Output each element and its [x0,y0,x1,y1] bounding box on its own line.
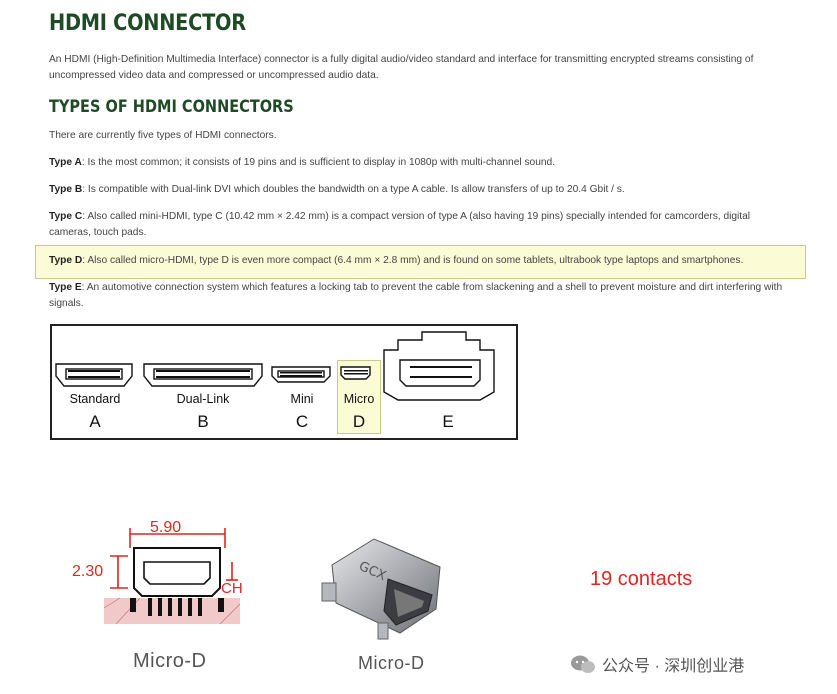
micro-d-connector-photo: GCX [321,538,441,640]
type-d-highlight [35,245,806,279]
type-a-label: Type A [49,157,82,168]
type-c-paragraph: Type C: Also called mini-HDMI, type C (1… [49,209,794,241]
type-a-text: : Is the most common; it consists of 19 … [81,157,556,168]
type-c-label: Type C [49,211,83,222]
mini-label: Mini [290,392,314,406]
height-dimension: 2.30 [72,563,104,580]
type-b-label: Type B [49,184,83,195]
mini-letter: C [295,412,309,431]
type-a-paragraph: Type A: Is the most common; it consists … [49,155,794,171]
type-d-label: Type D [49,255,83,266]
ch-label: CH [221,580,243,597]
micro-d-dimension-drawing [103,528,241,625]
type-d-paragraph: Type D: Also called micro-HDMI, type D i… [49,253,809,269]
standard-letter: A [89,412,101,431]
type-b-paragraph: Type B: Is compatible with Dual-link DVI… [49,182,794,198]
page-title: HDMI CONNECTOR [49,11,246,36]
automotive-letter: E [442,412,454,431]
watermark: 公众号 · 深圳创业港 [570,652,744,676]
micro-d-caption-right: Micro-D [358,653,425,673]
types-lead: There are currently five types of HDMI c… [49,130,277,141]
section-title: TYPES OF HDMI CONNECTORS [49,97,294,116]
type-b-text: : Is compatible with Dual-link DVI which… [82,184,625,195]
type-c-text: : Also called mini-HDMI, type C (10.42 m… [49,211,751,238]
connector-shapes [55,331,495,401]
micro-letter: D [352,412,366,431]
standard-label: Standard [69,392,121,406]
type-e-paragraph: Type E: An automotive connection system … [49,280,794,312]
intro-paragraph: An HDMI (High-Definition Multimedia Inte… [49,54,754,81]
type-d-text: : Also called micro-HDMI, type D is even… [82,255,744,266]
micro-d-caption-left: Micro-D [133,650,207,672]
wechat-icon [571,655,595,673]
width-dimension: 5.90 [150,519,182,536]
micro-label: Micro [343,392,375,406]
dual-link-letter: B [197,412,209,431]
type-e-label: Type E [49,282,82,293]
type-e-text: : An automotive connection system which … [49,282,783,309]
watermark-text: 公众号 · 深圳创业港 [602,658,745,675]
contacts-note: 19 contacts [590,568,693,590]
dual-link-label: Dual-Link [176,392,230,406]
